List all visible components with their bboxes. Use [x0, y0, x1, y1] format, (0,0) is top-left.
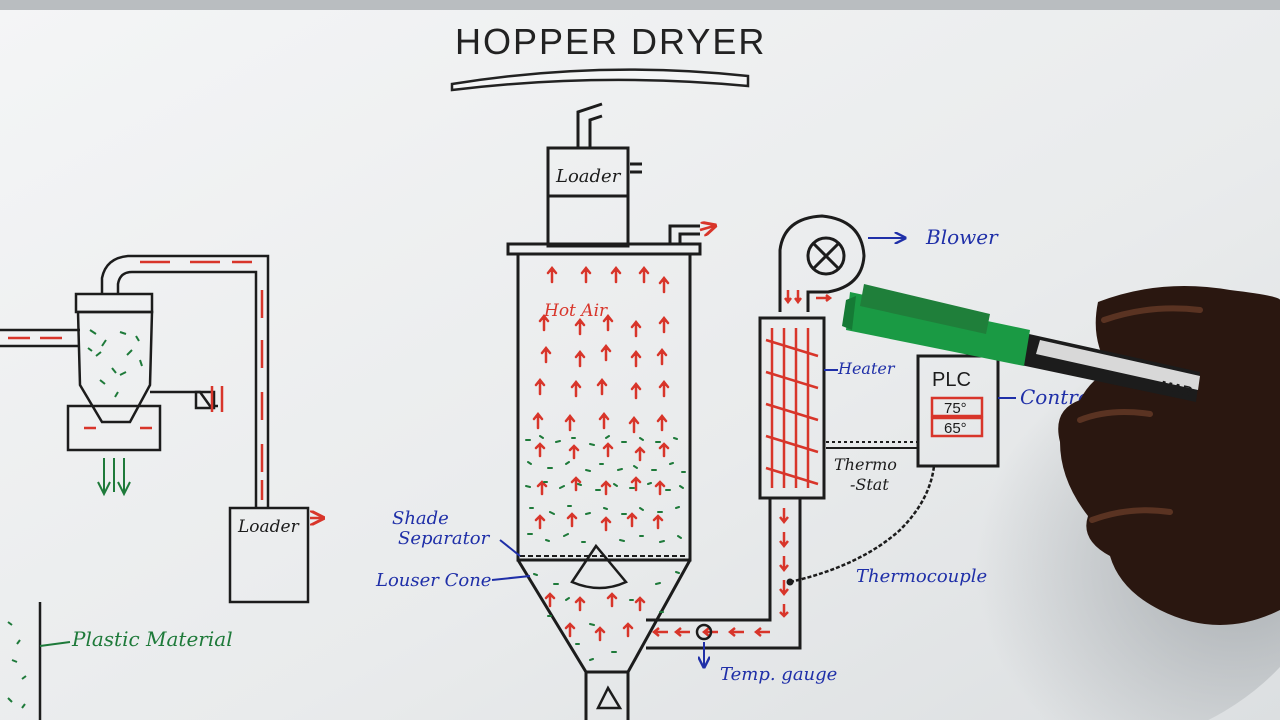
louser-cone-pointer — [491, 575, 531, 581]
plc-label: PLC — [932, 369, 971, 391]
left-feed-system — [0, 254, 270, 508]
thermostat-label-1: Thermo — [834, 455, 897, 474]
shade-separator-label-2: Separator — [398, 528, 491, 549]
left-green-material — [87, 329, 143, 497]
blower-housing — [778, 214, 866, 312]
overhead-pipe — [100, 254, 270, 508]
hand-finger-highlight — [1077, 305, 1203, 523]
loader-box-bottom — [228, 506, 310, 604]
loader-connector — [630, 162, 642, 174]
heater-label: Heater — [837, 359, 896, 378]
hot-air-arrows — [532, 265, 670, 642]
diagram-title: HOPPER DRYER — [455, 21, 766, 62]
title-underline — [450, 68, 750, 92]
discharge-arrows — [97, 458, 131, 497]
temp-gauge-label: Temp. gauge — [720, 664, 837, 685]
marker-brand-text: MAR — [1159, 377, 1194, 399]
plc-temp-set: 75° — [944, 400, 967, 417]
marker-cap-tip — [842, 296, 856, 330]
marker-cap-clip — [860, 284, 990, 334]
thermocouple-sensor — [786, 578, 794, 586]
bottom-cone-icon — [595, 685, 623, 710]
temperature-gauge-icon — [695, 623, 713, 641]
hopper-plastic-speckles — [525, 435, 686, 661]
blower-fan-cross — [812, 242, 840, 270]
plastic-material-label: Plastic Material — [71, 627, 233, 651]
plc-display-set — [930, 396, 984, 418]
top-exhaust-pipe — [576, 102, 603, 148]
thermostat-label-2: -Stat — [850, 475, 889, 494]
blower-fan-icon — [806, 236, 846, 276]
heater-coils — [765, 328, 819, 488]
discharge-neck — [584, 672, 630, 720]
plastic-material-pointer — [39, 641, 71, 647]
blower-outlet-arrows — [784, 290, 833, 305]
plc-display-actual — [930, 416, 984, 438]
thermocouple-label: Thermocouple — [856, 566, 987, 587]
plc-controller-box — [916, 354, 1000, 468]
louser-cone — [570, 543, 629, 590]
plastic-material-dots — [7, 621, 27, 709]
heater-column — [758, 316, 826, 500]
hopper-lid — [506, 242, 702, 256]
vent-pipe — [668, 224, 700, 244]
shade-separator-pointer — [499, 539, 521, 557]
loader-neck — [546, 194, 630, 248]
loader-top-label: Loader — [555, 166, 622, 187]
main-hopper — [506, 102, 702, 720]
thermocouple-wire — [789, 465, 936, 584]
marker-label-band — [1036, 340, 1200, 390]
small-valve — [194, 390, 216, 410]
loader-bottom-label: Loader — [237, 517, 300, 537]
blower-label: Blower — [925, 225, 999, 249]
hot-air-label: Hot Air — [543, 301, 608, 321]
small-hopper-base — [66, 404, 162, 452]
hopper-shell — [516, 254, 692, 562]
return-pipe-arrows — [651, 508, 789, 637]
board-top-frame — [0, 0, 1280, 10]
plc-temp-actual: 65° — [944, 420, 967, 437]
shade-separator-label-1: Shade — [392, 508, 449, 529]
small-hopper-body — [76, 310, 154, 424]
vent-arrow — [699, 226, 714, 230]
thermostat-wiring — [826, 441, 918, 449]
louser-cone-label: Louser Cone — [375, 570, 491, 591]
marker-pen: MAR — [842, 284, 1200, 402]
left-red-arrows — [8, 260, 264, 500]
air-return-pipe — [646, 498, 802, 650]
left-inlet-pipe — [0, 328, 80, 348]
